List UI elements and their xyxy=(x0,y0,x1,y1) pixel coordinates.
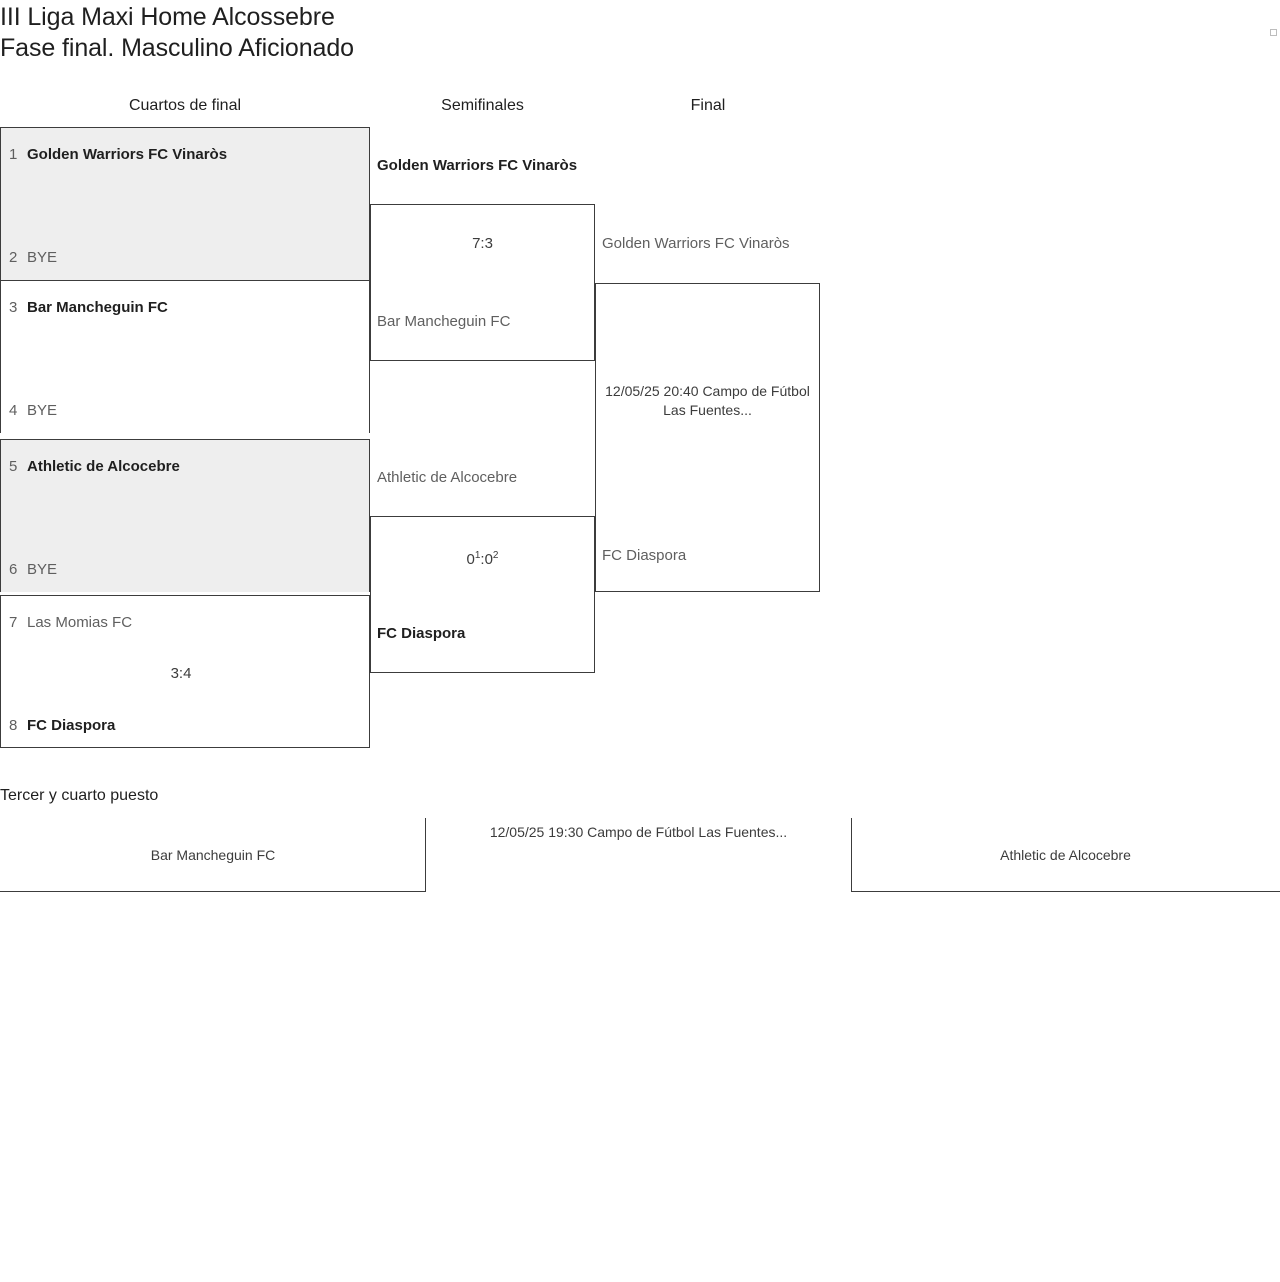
seed-number: 8 xyxy=(9,717,18,734)
seed-number: 2 xyxy=(9,249,18,266)
corner-square-icon xyxy=(1270,29,1277,36)
seed-number: 1 xyxy=(9,146,18,163)
team-name: Bar Mancheguin FC xyxy=(27,299,168,316)
semifinal-1-score-away: 3 xyxy=(484,235,493,252)
page-title-line-1: III Liga Maxi Home Alcossebre xyxy=(0,3,335,31)
round-header-quarterfinals: Cuartos de final xyxy=(128,97,242,114)
semifinal-2-score-home: 0 xyxy=(466,551,475,568)
team-name: BYE xyxy=(27,561,58,578)
seed-number: 4 xyxy=(9,402,18,419)
seed-number: 7 xyxy=(9,614,18,631)
seed-number: 6 xyxy=(9,561,18,578)
team-name: BYE xyxy=(27,249,58,266)
quarterfinal-4-score: 3:4 xyxy=(170,665,192,682)
semifinal-1-top-team: Golden Warriors FC Vinaròs xyxy=(377,157,578,174)
quarterfinal-4-bottom-slot: 8 FC Diaspora xyxy=(9,716,361,735)
quarterfinal-2-bottom-slot: 4 BYE xyxy=(9,401,361,420)
semifinal-1-score: 7:3 xyxy=(370,234,595,253)
semifinal-2-bottom-team: FC Diaspora xyxy=(377,625,466,642)
third-place-left-box[interactable] xyxy=(0,818,426,892)
quarterfinal-3-bottom-slot: 6 BYE xyxy=(9,560,361,579)
third-place-match-info: 12/05/25 19:30 Campo de Fútbol Las Fuent… xyxy=(489,824,788,840)
final-top-team: Golden Warriors FC Vinaròs xyxy=(602,235,790,252)
team-name: Golden Warriors FC Vinaròs xyxy=(27,146,228,163)
page-title-line-2: Fase final. Masculino Aficionado xyxy=(0,34,354,62)
round-header-semifinals: Semifinales xyxy=(441,97,524,114)
semifinal-2-score-home-penalties: 1 xyxy=(474,550,481,561)
team-name: BYE xyxy=(27,402,58,419)
semifinal-2-score-away: 0 xyxy=(484,551,493,568)
score-separator: : xyxy=(480,551,485,568)
team-name: Athletic de Alcocebre xyxy=(27,458,180,475)
quarterfinal-4-top-slot: 7 Las Momias FC xyxy=(9,613,361,632)
semifinal-1-bottom-team: Bar Mancheguin FC xyxy=(377,313,511,330)
quarterfinal-match-3[interactable]: 5 Athletic de Alcocebre 6 BYE xyxy=(0,439,370,592)
quarterfinal-1-bottom-slot: 2 BYE xyxy=(9,248,361,267)
score-separator: : xyxy=(480,235,485,252)
team-name: FC Diaspora xyxy=(27,717,116,734)
round-header-final: Final xyxy=(690,97,726,114)
quarterfinal-match-2[interactable]: 3 Bar Mancheguin FC 4 BYE xyxy=(0,280,370,433)
team-name: Las Momias FC xyxy=(27,614,133,631)
quarterfinal-match-4[interactable]: 7 Las Momias FC 8 FC Diaspora 3:4 xyxy=(0,595,370,748)
page-title: III Liga Maxi Home Alcossebre Fase final… xyxy=(0,2,900,64)
third-place-right-team: Athletic de Alcocebre xyxy=(1000,847,1131,863)
semifinal-1-score-home: 7 xyxy=(472,235,481,252)
final-match-info: 12/05/25 20:40 Campo de Fútbol Las Fuent… xyxy=(605,383,810,418)
quarterfinal-2-top-slot: 3 Bar Mancheguin FC xyxy=(9,298,361,317)
semifinal-match-1[interactable] xyxy=(370,204,595,361)
semifinal-match-2[interactable] xyxy=(370,516,595,673)
third-place-left-team: Bar Mancheguin FC xyxy=(150,847,276,863)
semifinal-2-score-away-penalties: 2 xyxy=(492,550,499,561)
semifinal-2-top-team: Athletic de Alcocebre xyxy=(377,469,518,486)
seed-number: 3 xyxy=(9,299,18,316)
third-place-right-box[interactable] xyxy=(851,818,1280,892)
semifinal-2-score: 01:02 xyxy=(370,546,595,569)
seed-number: 5 xyxy=(9,458,18,475)
quarterfinal-match-1[interactable]: 1 Golden Warriors FC Vinaròs 2 BYE xyxy=(0,127,370,280)
quarterfinal-3-top-slot: 5 Athletic de Alcocebre xyxy=(9,457,361,476)
final-match[interactable] xyxy=(595,283,820,592)
quarterfinal-1-top-slot: 1 Golden Warriors FC Vinaròs xyxy=(9,145,361,164)
final-bottom-team: FC Diaspora xyxy=(602,547,687,564)
third-place-title: Tercer y cuarto puesto xyxy=(0,787,159,804)
